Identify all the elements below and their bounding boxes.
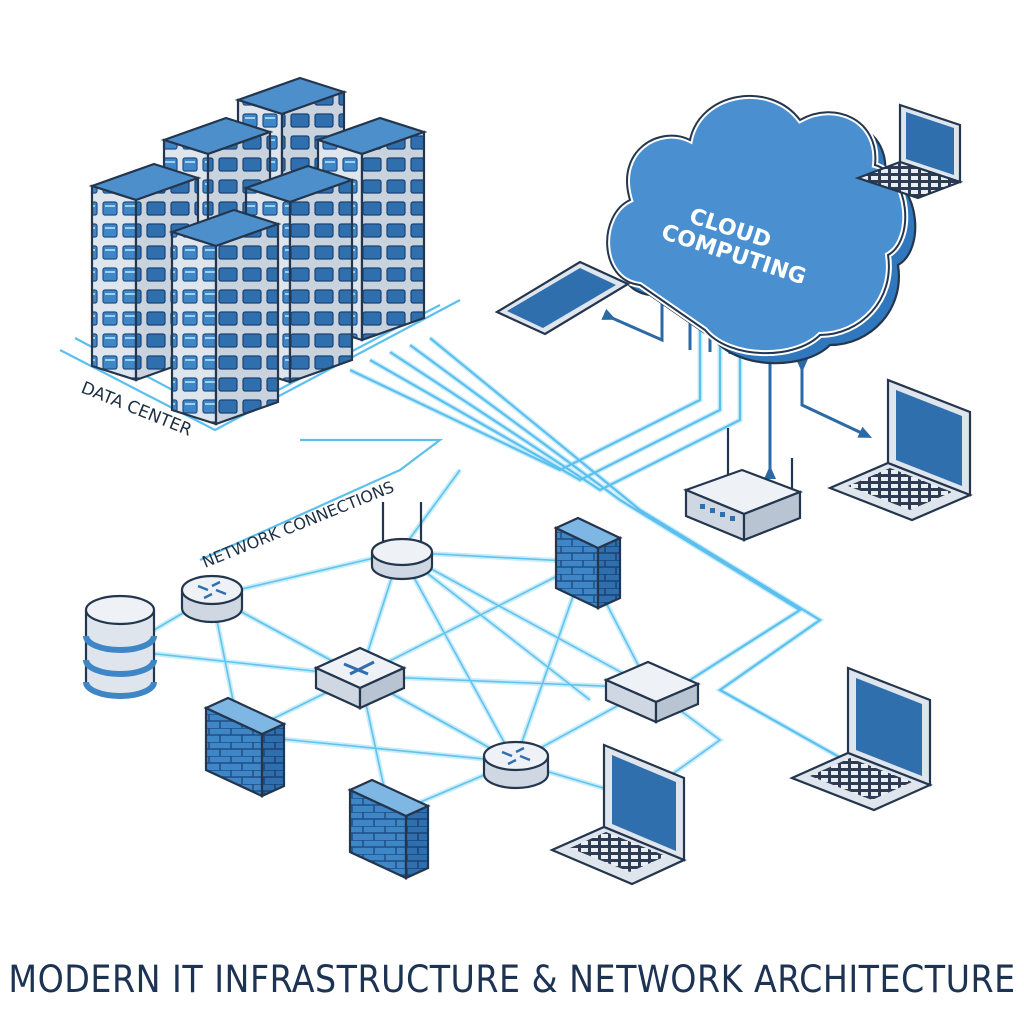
- data-center: DATA CENTER: [78, 76, 428, 441]
- network-switch-icon: [603, 660, 701, 724]
- laptop-icon: [789, 666, 933, 812]
- database-icon: [83, 594, 157, 699]
- arrow-icon: [796, 359, 873, 438]
- wifi-router-icon: [682, 428, 804, 542]
- network-switch-icon: [313, 646, 407, 710]
- laptop-icon: [549, 743, 687, 886]
- laptop-icon: [854, 103, 964, 200]
- wifi-router-icon: [370, 502, 434, 581]
- smartphone-icon: [494, 260, 631, 336]
- router-icon: [482, 740, 550, 790]
- arrow-icon: [601, 283, 668, 343]
- laptop-icon: [827, 378, 973, 522]
- firewall-icon: [347, 778, 431, 880]
- cloud-icon: CLOUD COMPUTING: [604, 92, 917, 365]
- router-icon: [180, 574, 244, 624]
- firewall-icon: [553, 516, 623, 610]
- firewall-icon: [203, 696, 287, 798]
- server-rack-icon: [168, 208, 282, 426]
- diagram-title: MODERN IT INFRASTRUCTURE & NETWORK ARCHI…: [8, 958, 1016, 1001]
